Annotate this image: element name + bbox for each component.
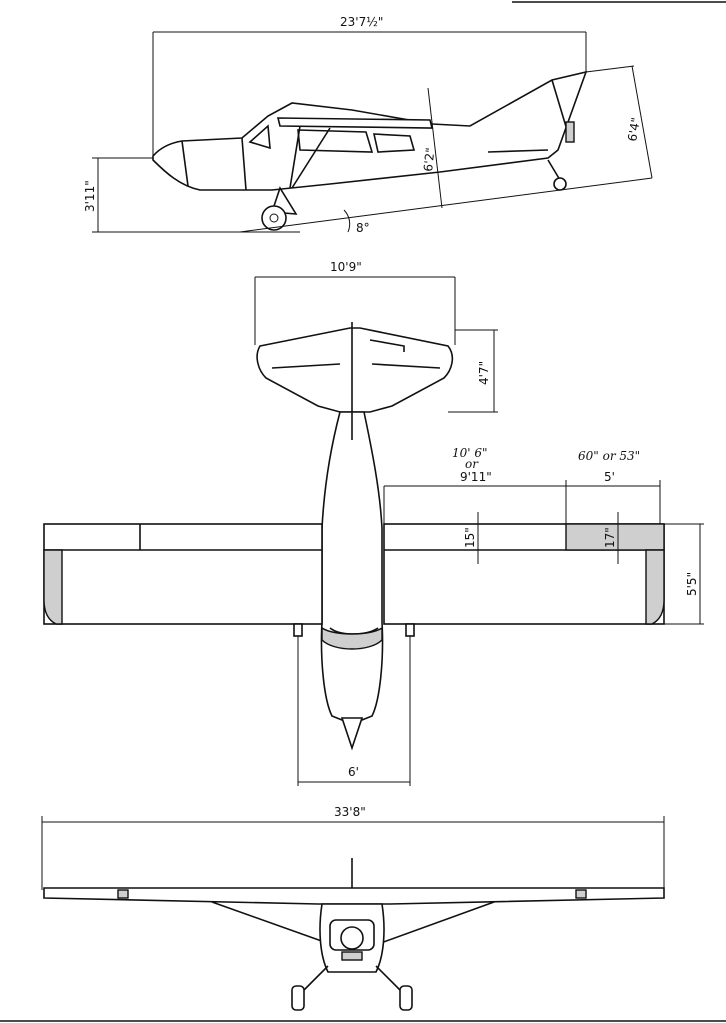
left-main-wheel	[291, 985, 305, 1011]
propeller-hub	[340, 926, 364, 950]
tail-wheel	[553, 177, 567, 191]
main-wheel-hub	[269, 213, 279, 223]
front-wing	[43, 887, 665, 905]
wing-chord-label: 5'5"	[685, 572, 699, 596]
cowl-line	[181, 140, 189, 187]
height-dimension	[631, 65, 653, 179]
air-intake	[341, 951, 363, 961]
wingspan-label: 33'8"	[334, 805, 366, 819]
left-wing-fairing	[117, 889, 129, 899]
rudder-tab	[565, 121, 575, 143]
left-elevator-line	[271, 363, 341, 369]
top-fuselage	[320, 411, 384, 725]
tail-chord-label: 4'7"	[477, 361, 491, 385]
front-view: 33'8"	[41, 805, 665, 1011]
ground-height-label: 3'11"	[83, 180, 97, 212]
left-strut	[211, 901, 331, 945]
side-window	[297, 129, 374, 153]
angle-label: 8°	[356, 221, 370, 235]
spinner	[340, 717, 364, 751]
main-wheel	[261, 205, 287, 231]
rear-window	[372, 133, 416, 153]
stabilizer	[487, 149, 549, 153]
track-label: 6'	[348, 765, 359, 779]
trim-tab	[369, 339, 405, 352]
tail-down-line	[239, 177, 653, 233]
windshield	[248, 124, 271, 150]
side-view: 23'7½" 3'11" 8°	[83, 15, 653, 235]
wing-strut-front	[289, 125, 301, 189]
flap-span-label: 9'11"	[460, 470, 492, 484]
flap-chord-label: 15"	[463, 527, 477, 548]
height-label: 6'4"	[625, 116, 643, 142]
cowl-grey-band	[321, 626, 383, 650]
left-wingtip	[43, 549, 63, 625]
right-wingtip	[645, 549, 665, 625]
handwritten-tip: 60" or 53"	[578, 449, 640, 463]
height-extension-top	[585, 65, 635, 73]
right-main-wheel	[399, 985, 413, 1011]
right-aileron	[565, 523, 665, 551]
top-view: 10'9" 4'7" 10' 6" or 60" or 53"	[43, 260, 704, 786]
right-wing-fairing	[575, 889, 587, 899]
wing-strut-rear	[291, 127, 331, 189]
length-label: 23'7½"	[340, 15, 383, 29]
handwritten-span: 10' 6"	[452, 446, 488, 460]
cabin-height-dimension	[427, 87, 443, 209]
side-wing	[276, 117, 434, 129]
firewall-line	[241, 137, 247, 191]
aileron-span-label: 5'	[604, 470, 615, 484]
horizontal-stabilizer	[256, 327, 454, 413]
angle-arc	[343, 209, 351, 233]
right-strut	[377, 901, 495, 945]
tailspan-label: 10'9"	[330, 260, 362, 274]
left-wing	[43, 523, 323, 625]
cabin-height-label: 6'2"	[421, 147, 437, 172]
handwritten-or: or	[465, 457, 479, 471]
left-gear-stub	[293, 623, 303, 637]
side-fuselage	[152, 70, 588, 191]
tailwheel-spring	[547, 159, 561, 181]
aileron-chord-label: 17"	[603, 527, 617, 548]
right-elevator-line	[371, 363, 441, 369]
right-gear-stub	[405, 623, 415, 637]
